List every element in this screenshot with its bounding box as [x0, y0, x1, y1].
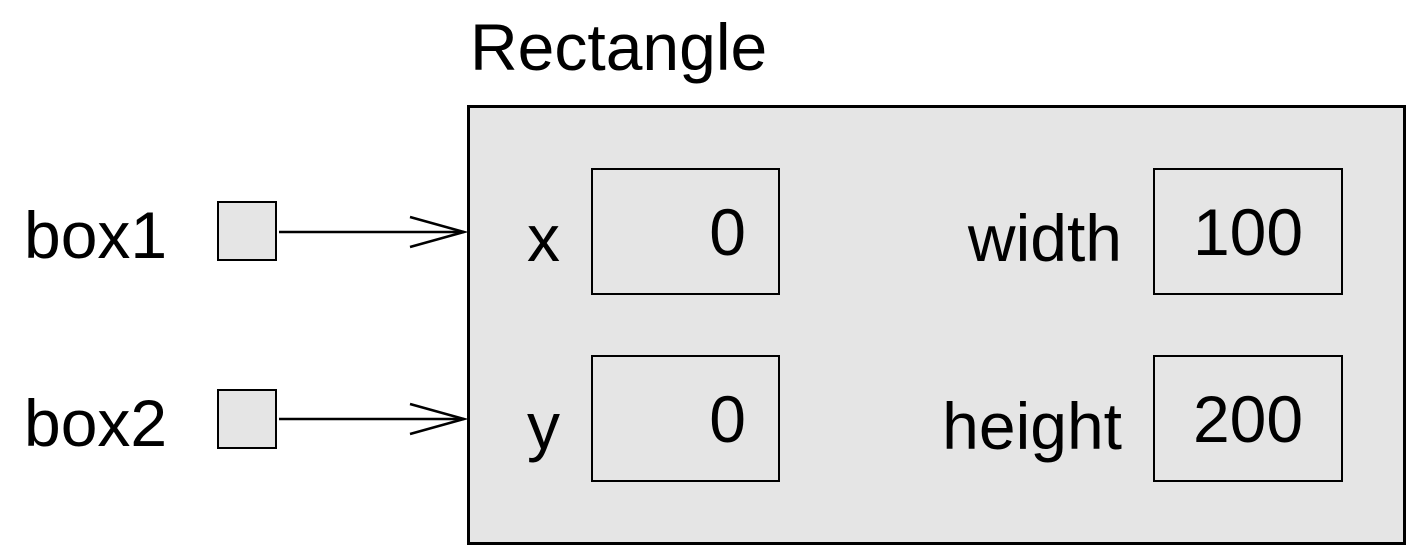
field-value-width: 100 [1153, 168, 1343, 295]
arrow-box1 [279, 215, 469, 249]
field-label-height: height [942, 389, 1122, 463]
field-value-y: 0 [591, 355, 780, 482]
arrow-box2-head [409, 402, 469, 436]
field-label-y: y [527, 389, 560, 463]
field-value-x-text: 0 [709, 194, 746, 269]
field-value-x: 0 [591, 168, 780, 295]
field-value-height: 200 [1153, 355, 1343, 482]
field-label-width: width [967, 201, 1122, 275]
arrow-box1-head [409, 215, 469, 249]
arrow-box2 [279, 402, 469, 436]
field-value-y-text: 0 [709, 381, 746, 456]
field-label-x: x [527, 201, 560, 275]
field-value-height-text: 200 [1192, 381, 1304, 456]
variable-label-box2: box2 [24, 386, 168, 460]
variable-label-box1: box1 [24, 198, 168, 272]
reference-cell-box2 [217, 389, 277, 449]
class-name-label: Rectangle [470, 10, 768, 84]
field-value-width-text: 100 [1192, 194, 1304, 269]
reference-cell-box1 [217, 201, 277, 261]
